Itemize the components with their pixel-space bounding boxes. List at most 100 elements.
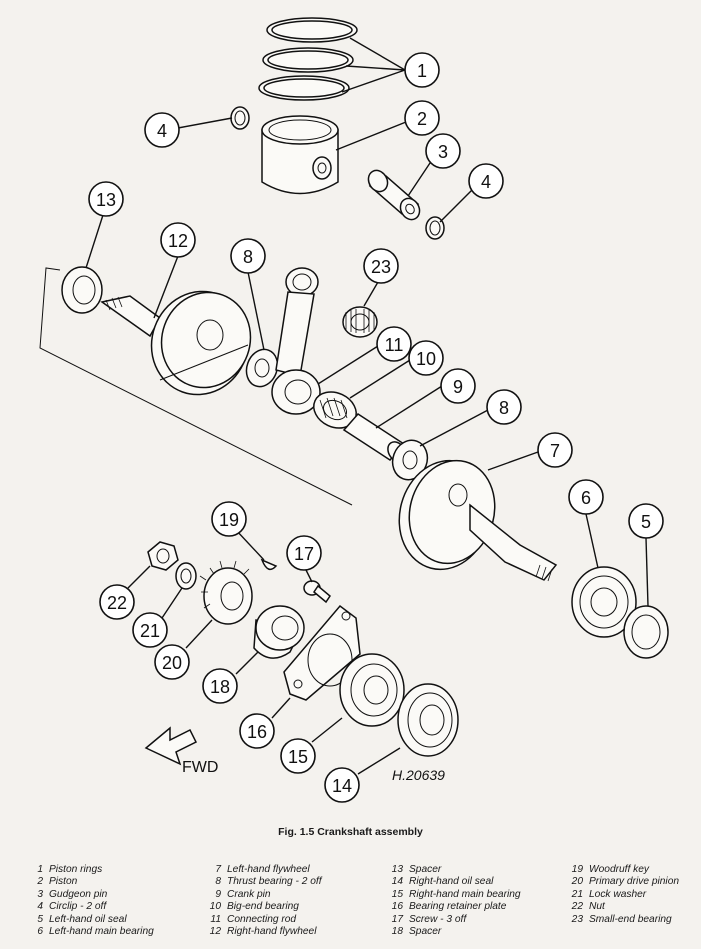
part-bearing-retainer-plate bbox=[283, 604, 361, 701]
callout-8-lower: 8 bbox=[486, 389, 522, 425]
part-left-hand-main-bearing bbox=[571, 566, 637, 638]
callout-19: 19 bbox=[211, 501, 247, 537]
fwd-arrow-icon: FWD bbox=[144, 726, 218, 776]
part-spacer-13 bbox=[61, 266, 103, 314]
part-screw bbox=[303, 580, 331, 604]
svg-text:15: 15 bbox=[288, 747, 308, 767]
leader-lines bbox=[85, 37, 649, 775]
svg-text:4: 4 bbox=[157, 121, 167, 141]
callout-21: 21 bbox=[132, 612, 168, 648]
callout-1: 1 bbox=[404, 52, 440, 88]
svg-text:2: 2 bbox=[417, 109, 427, 129]
part-small-end-bearing bbox=[342, 306, 378, 338]
part-piston bbox=[261, 115, 339, 195]
part-primary-drive-pinion bbox=[199, 560, 253, 625]
svg-text:10: 10 bbox=[416, 349, 436, 369]
part-right-hand-flywheel bbox=[100, 290, 252, 396]
part-gudgeon-pin bbox=[367, 169, 421, 221]
svg-text:8: 8 bbox=[499, 398, 509, 418]
part-lock-washer bbox=[175, 562, 197, 590]
callout-4-upper: 4 bbox=[144, 112, 180, 148]
part-circlip-lower bbox=[425, 216, 445, 240]
part-woodruff-key bbox=[260, 558, 278, 571]
figure-caption: Fig. 1.5 Crankshaft assembly bbox=[278, 826, 423, 838]
svg-text:17: 17 bbox=[294, 544, 314, 564]
svg-text:6: 6 bbox=[581, 488, 591, 508]
callout-5: 5 bbox=[628, 503, 664, 539]
callout-2: 2 bbox=[404, 100, 440, 136]
svg-text:8: 8 bbox=[243, 247, 253, 267]
callout-17: 17 bbox=[286, 535, 322, 571]
part-right-hand-main-bearing bbox=[339, 653, 405, 727]
callout-8-upper: 8 bbox=[230, 238, 266, 274]
svg-text:14: 14 bbox=[332, 776, 352, 796]
callout-11: 11 bbox=[376, 326, 412, 362]
part-connecting-rod bbox=[271, 267, 321, 415]
part-piston-rings bbox=[258, 17, 358, 101]
callout-4-lower: 4 bbox=[468, 163, 504, 199]
svg-text:21: 21 bbox=[140, 621, 160, 641]
svg-text:13: 13 bbox=[96, 190, 116, 210]
drawing-reference: H.20639 bbox=[392, 767, 445, 783]
svg-text:11: 11 bbox=[385, 335, 404, 355]
callout-23: 23 bbox=[363, 248, 399, 284]
svg-text:22: 22 bbox=[107, 593, 127, 613]
svg-text:4: 4 bbox=[481, 172, 491, 192]
callout-10: 10 bbox=[408, 340, 444, 376]
svg-text:18: 18 bbox=[210, 677, 230, 697]
part-right-hand-oil-seal bbox=[397, 683, 459, 757]
callout-9: 9 bbox=[440, 368, 476, 404]
callout-18: 18 bbox=[202, 668, 238, 704]
part-left-hand-flywheel bbox=[398, 459, 558, 582]
callout-7: 7 bbox=[537, 432, 573, 468]
svg-text:7: 7 bbox=[550, 441, 560, 461]
svg-text:20: 20 bbox=[162, 653, 182, 673]
callout-3: 3 bbox=[425, 133, 461, 169]
fwd-label: FWD bbox=[182, 759, 218, 776]
exploded-diagram: FWD H.20639 bbox=[39, 17, 669, 803]
part-nut bbox=[147, 541, 179, 571]
callout-14: 14 bbox=[324, 767, 360, 803]
part-spacer-18 bbox=[253, 605, 305, 659]
assembly-bracket bbox=[39, 267, 353, 506]
callout-20: 20 bbox=[154, 644, 190, 680]
callout-6: 6 bbox=[568, 479, 604, 515]
svg-text:9: 9 bbox=[453, 377, 463, 397]
callout-16: 16 bbox=[239, 713, 275, 749]
callout-22: 22 bbox=[99, 584, 135, 620]
svg-text:1: 1 bbox=[417, 61, 427, 81]
callout-13: 13 bbox=[88, 181, 124, 217]
svg-text:23: 23 bbox=[371, 257, 391, 277]
svg-text:19: 19 bbox=[219, 510, 239, 530]
part-thrust-bearing-upper bbox=[245, 348, 279, 388]
svg-text:5: 5 bbox=[641, 512, 651, 532]
svg-text:12: 12 bbox=[168, 231, 188, 251]
svg-text:16: 16 bbox=[247, 722, 267, 742]
callout-12: 12 bbox=[160, 222, 196, 258]
